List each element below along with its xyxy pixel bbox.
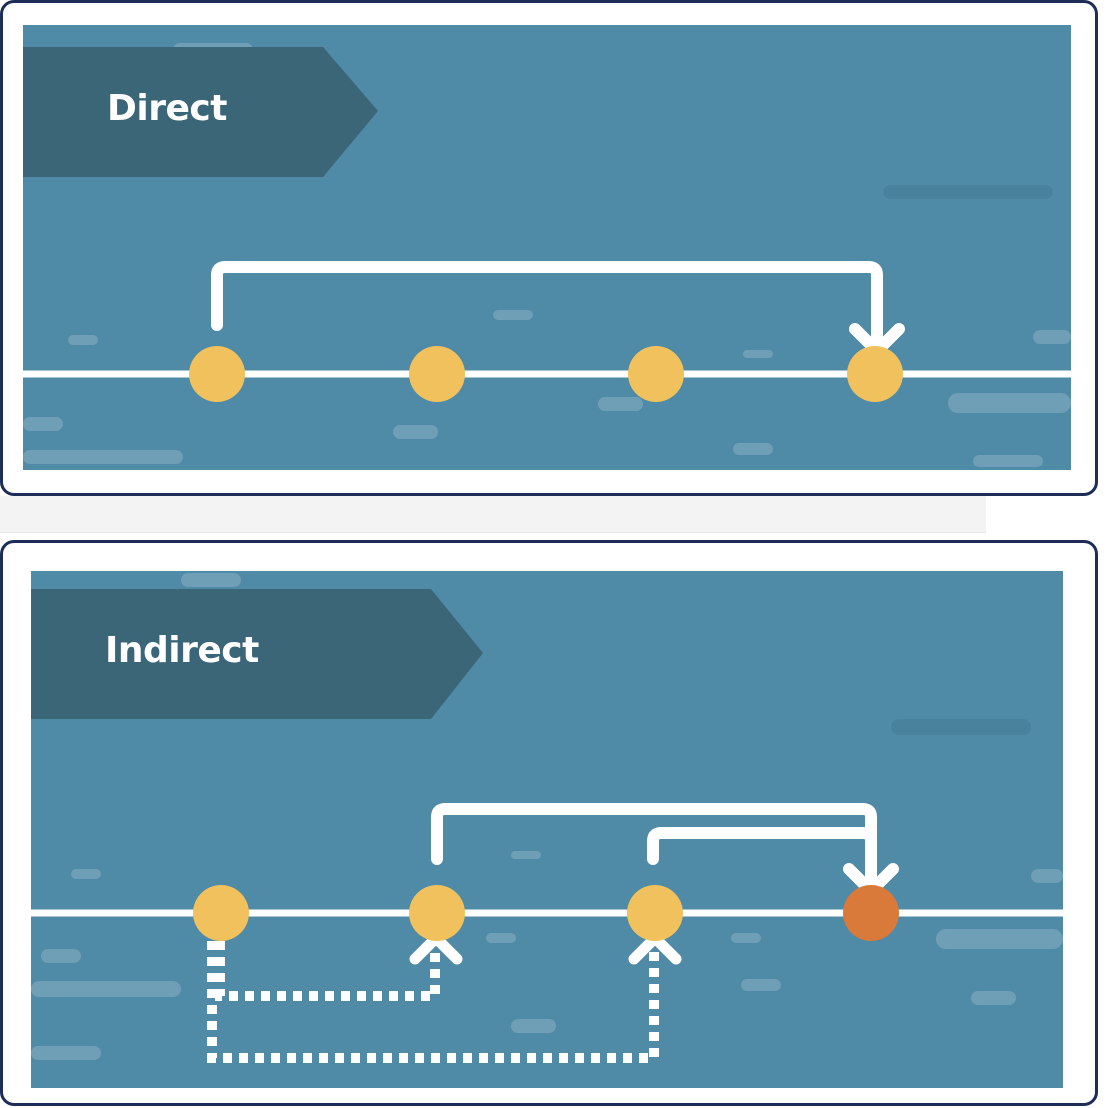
indirect-solid-arrow-outer bbox=[431, 803, 877, 895]
direct-diagram bbox=[23, 25, 1071, 470]
texture bbox=[31, 573, 1063, 1060]
banner bbox=[31, 589, 483, 719]
node-3 bbox=[627, 885, 683, 941]
texture bbox=[23, 43, 1071, 467]
indirect-label: Indirect bbox=[105, 630, 259, 671]
banner bbox=[23, 47, 378, 177]
direct-card: Direct bbox=[0, 0, 1098, 496]
node-1 bbox=[193, 885, 249, 941]
indirect-panel: Indirect bbox=[31, 571, 1063, 1088]
indirect-dotted-arrow-1 bbox=[215, 941, 440, 1001]
indirect-diagram bbox=[31, 571, 1063, 1088]
direct-label: Direct bbox=[107, 88, 227, 129]
indirect-dotted-arrow-2 bbox=[207, 941, 659, 1063]
indirect-solid-arrow-inner bbox=[647, 827, 877, 895]
node-3 bbox=[628, 346, 684, 402]
node-4 bbox=[847, 346, 903, 402]
direct-arrow bbox=[211, 261, 883, 357]
node-1 bbox=[189, 346, 245, 402]
indirect-card: Indirect bbox=[0, 540, 1098, 1106]
node-4 bbox=[843, 885, 899, 941]
direct-panel: Direct bbox=[23, 25, 1071, 470]
node-2 bbox=[409, 885, 465, 941]
node-2 bbox=[409, 346, 465, 402]
divider bbox=[0, 496, 986, 533]
